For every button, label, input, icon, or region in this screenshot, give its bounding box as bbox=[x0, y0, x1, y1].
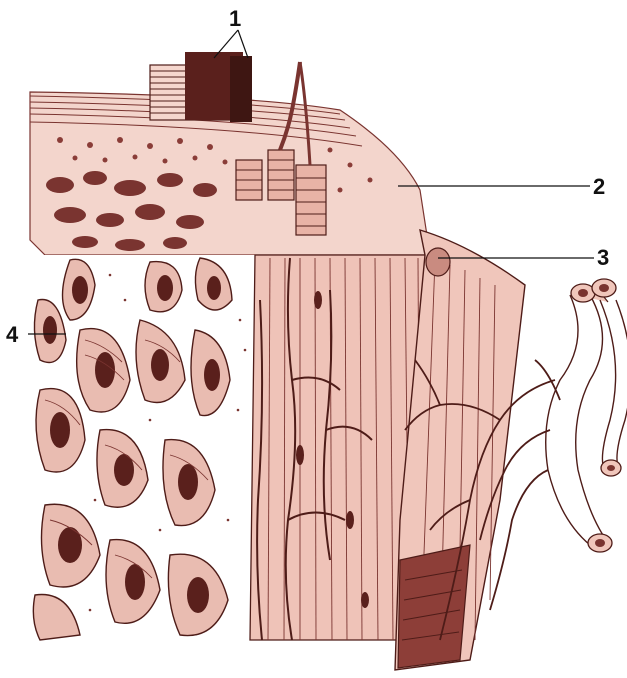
trabecular-bone bbox=[30, 255, 262, 640]
callout-label-3: 3 bbox=[597, 245, 609, 270]
callout-label-2: 2 bbox=[593, 174, 605, 199]
lamellae-block bbox=[150, 52, 252, 122]
callout-label-4: 4 bbox=[6, 322, 19, 347]
callout-label-1: 1 bbox=[229, 6, 241, 31]
